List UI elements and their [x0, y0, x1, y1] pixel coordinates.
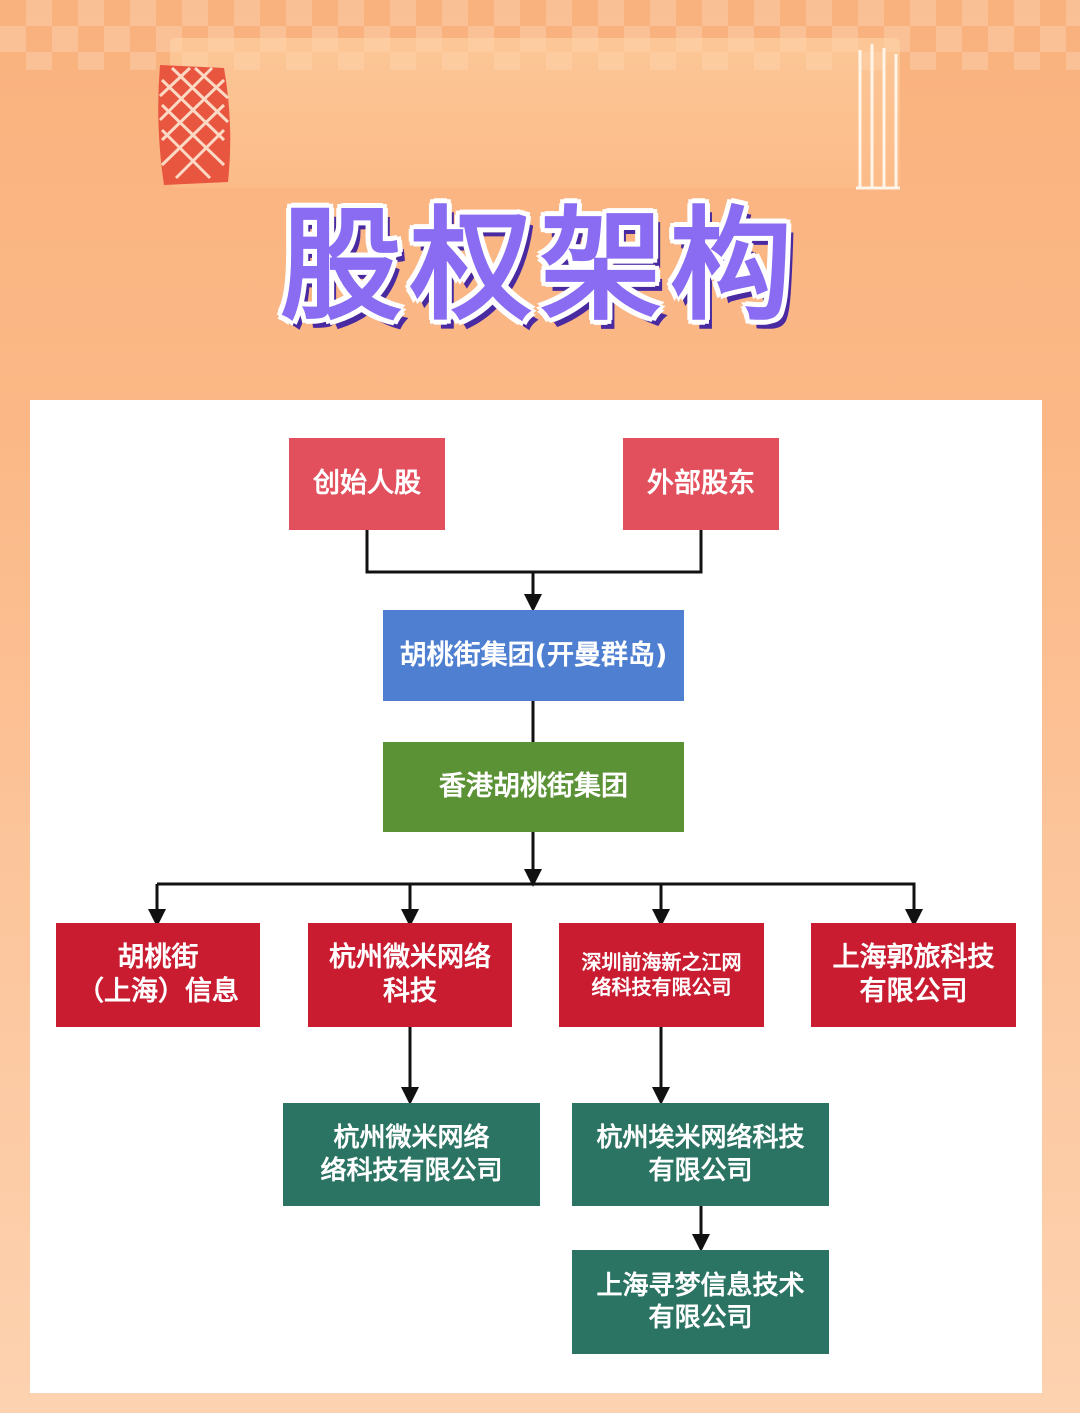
decorative-banner	[170, 38, 900, 188]
node-subsidiary-hangzhou-weimi: 杭州微米网络 科技	[308, 923, 512, 1027]
node-hangzhou-aimi: 杭州埃米网络科技 有限公司	[572, 1103, 829, 1206]
page-title: 股权架构	[280, 195, 800, 337]
org-chart-card	[30, 400, 1042, 1393]
node-cayman-group: 胡桃街集团(开曼群岛)	[383, 610, 684, 701]
node-shanghai-xunmeng: 上海寻梦信息技术 有限公司	[572, 1250, 829, 1354]
node-external-shareholder: 外部股东	[623, 438, 779, 530]
node-subsidiary-shanghai-guolv: 上海郭旅科技 有限公司	[811, 923, 1016, 1027]
node-subsidiary-shenzhen-qianhai: 深圳前海新之江网 络科技有限公司	[559, 923, 764, 1027]
node-hangzhou-weimi-child: 杭州微米网络 络科技有限公司	[283, 1103, 540, 1206]
pillar-ornament-icon	[856, 44, 900, 190]
node-founder: 创始人股	[289, 438, 445, 530]
node-subsidiary-shanghai-info: 胡桃街 （上海）信息	[56, 923, 260, 1027]
lattice-ornament-icon	[158, 65, 231, 185]
node-hongkong-group: 香港胡桃街集团	[383, 742, 684, 832]
